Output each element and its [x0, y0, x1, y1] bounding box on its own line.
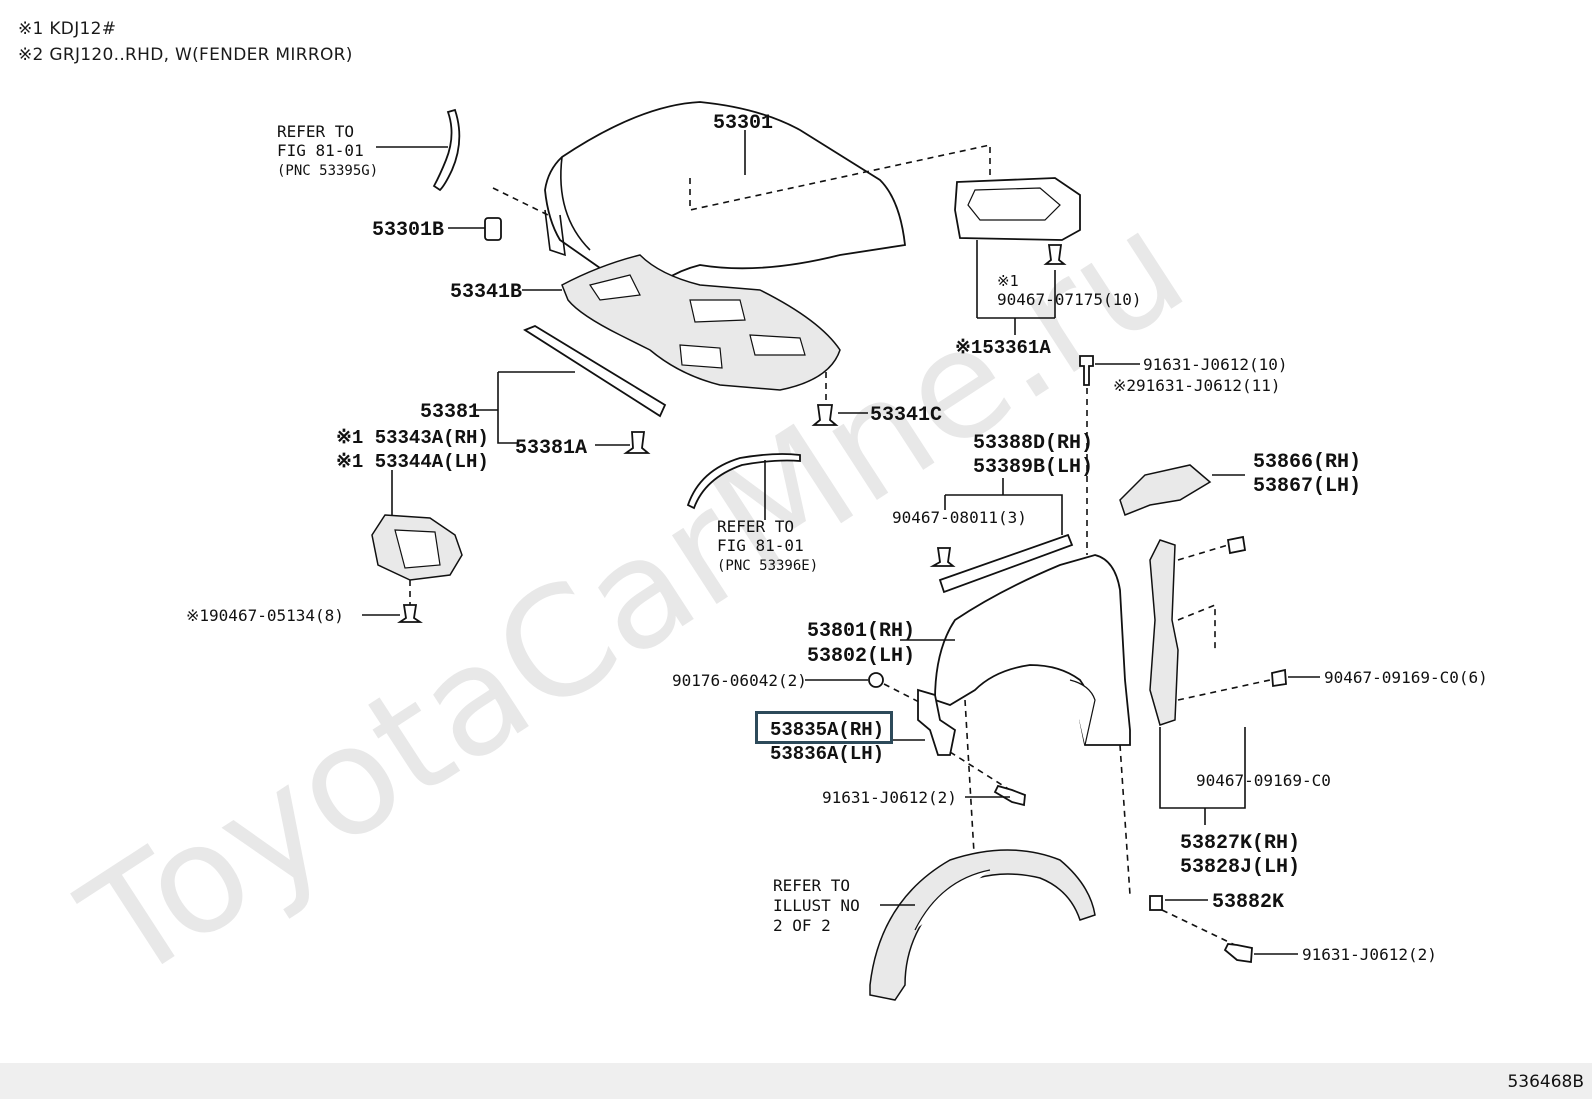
hood-panel [544, 101, 906, 307]
fender-seal [938, 533, 1074, 594]
hood-weatherstrip [432, 108, 461, 192]
part-label-fender-bracket-lh: 53836A(LH) [770, 743, 884, 765]
part-label-hood-cushion: 53301B [372, 219, 444, 242]
part-label-liner-clip-b: 90467-09169-C0 [1196, 771, 1331, 790]
refer-label-1: REFER TO [277, 122, 354, 141]
bracket-clip [397, 604, 423, 623]
part-label-bracket-rh: ※1 53343A(RH) [336, 427, 489, 449]
part-label-fender-seal-rh: 53388D(RH) [973, 432, 1093, 455]
fender-bracket [917, 688, 957, 756]
splash-shield [1119, 464, 1212, 516]
refer-illust-2: ILLUST NO [773, 896, 860, 915]
cover-clip [1043, 244, 1067, 265]
part-label-bolt-b: ※291631-J0612(11) [1113, 376, 1281, 395]
document-id: 536468B [1507, 1072, 1584, 1092]
part-label-fender-rh: 53801(RH) [807, 620, 915, 643]
part-label-splash-lh: 53867(LH) [1253, 475, 1361, 498]
part-label-cover-clip: 90467-07175(10) [997, 290, 1142, 309]
part-label-seal-clip: 53381A [515, 437, 587, 460]
part-label-bracket-clip: ※190467-05134(8) [186, 606, 344, 625]
liner-plate [1149, 895, 1163, 911]
refer-label-2: FIG 81-01 [277, 141, 364, 160]
refer-mid-3: (PNC 53396E) [717, 558, 818, 574]
cover-clip-note: ※1 [997, 272, 1019, 290]
hood-seal [523, 324, 667, 418]
part-label-fender-lh: 53802(LH) [807, 645, 915, 668]
part-label-plate-bolt: 91631-J0612(2) [1302, 945, 1437, 964]
refer-label-3: (PNC 53395G) [277, 163, 378, 179]
part-label-hood: 53301 [713, 112, 773, 135]
part-label-bracket-lh: ※1 53344A(LH) [336, 451, 489, 473]
seal-clip [623, 431, 651, 454]
footer-bar [0, 1063, 1592, 1099]
fender-liner [1149, 539, 1179, 726]
part-label-insulator-clip: 53341C [870, 404, 942, 427]
part-label-bolt-a: 91631-J0612(10) [1143, 355, 1288, 374]
part-label-bracket-bolt: 91631-J0612(2) [822, 788, 957, 807]
part-label-cowl-cover: ※153361A [955, 337, 1051, 359]
part-label-liner-lh: 53828J(LH) [1180, 856, 1300, 879]
part-label-splash-rh: 53866(RH) [1253, 451, 1361, 474]
part-label-fender-bracket-rh: 53835A(RH) [770, 719, 884, 741]
part-label-plate: 53882K [1212, 891, 1284, 914]
refer-mid-2: FIG 81-01 [717, 536, 804, 555]
refer-mid-1: REFER TO [717, 517, 794, 536]
fender-nut [868, 672, 884, 688]
hood-cushion [484, 217, 502, 241]
liner-clip-side [1271, 668, 1287, 688]
fender-moulding [686, 453, 801, 510]
part-label-liner-rh: 53827K(RH) [1180, 832, 1300, 855]
part-label-liner-clip-a: 90467-09169-C0(6) [1324, 668, 1488, 687]
note-kdj12: ※1 KDJ12# [18, 19, 117, 39]
insulator-clip [811, 404, 839, 426]
fender-seal-clip [929, 547, 956, 567]
refer-illust-1: REFER TO [773, 876, 850, 895]
note-grj120: ※2 GRJ120..RHD, W(FENDER MIRROR) [18, 45, 353, 65]
bracket-bolt [993, 784, 1026, 807]
part-label-fender-seal-lh: 53389B(LH) [973, 456, 1093, 479]
refer-illust-3: 2 OF 2 [773, 916, 831, 935]
selected-part-highlight[interactable] [755, 711, 893, 744]
part-label-fender-seal-clip: 90467-08011(3) [892, 508, 1027, 527]
liner-clip-top [1226, 535, 1247, 555]
part-label-seal: 53381 [420, 401, 480, 424]
bolt-top [1079, 355, 1094, 386]
part-label-fender-nut: 90176-06042(2) [672, 671, 807, 690]
part-label-hood-insulator: 53341B [450, 281, 522, 304]
plate-bolt [1223, 943, 1253, 964]
